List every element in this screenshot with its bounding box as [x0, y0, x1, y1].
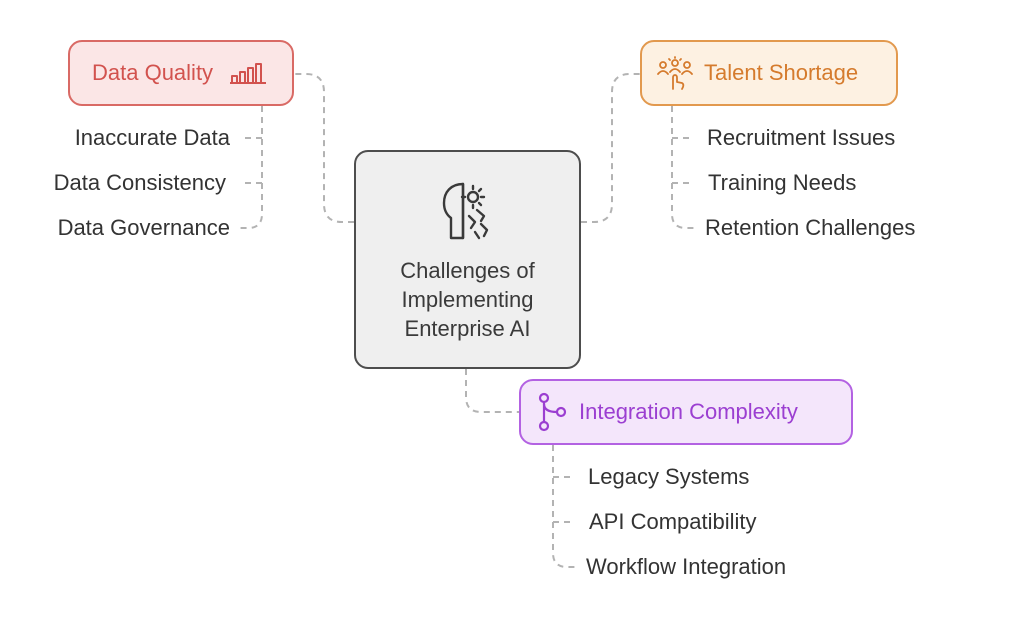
bar-chart-icon [229, 62, 267, 84]
talent-shortage-title: Talent Shortage [704, 60, 859, 85]
data-quality-title: Data Quality [92, 60, 214, 85]
connector-center-data-quality [294, 73, 354, 223]
talent-shortage-item: Retention Challenges [705, 215, 916, 240]
talent-shortage-item: Recruitment Issues [707, 125, 896, 150]
integration-complexity-node[interactable]: Integration Complexity [519, 379, 853, 445]
connector-center-talent-shortage [581, 73, 640, 223]
talent-shortage-node[interactable]: Talent Shortage [640, 40, 898, 106]
git-branch-icon [537, 392, 567, 432]
center-title-line: Challenges of [400, 258, 535, 283]
team-select-icon [656, 56, 694, 90]
integration-complexity-title: Integration Complexity [579, 399, 798, 424]
connector-talent-shortage-leaves [671, 106, 694, 229]
data-quality-item: Data Governance [57, 215, 230, 240]
integration-item: Legacy Systems [588, 464, 750, 489]
center-node[interactable]: Challenges of Implementing Enterprise AI [354, 150, 581, 369]
head-gear-icon [437, 180, 499, 242]
connector-center-integration [465, 369, 519, 413]
data-quality-item: Data Consistency [53, 170, 226, 195]
data-quality-node[interactable]: Data Quality [68, 40, 294, 106]
connector-data-quality-leaves [240, 106, 263, 229]
connector-integration-leaves [552, 445, 575, 568]
integration-item: Workflow Integration [586, 554, 787, 579]
center-title-line: Implementing [401, 287, 534, 312]
talent-shortage-item: Training Needs [708, 170, 857, 195]
integration-item: API Compatibility [589, 509, 757, 534]
center-title-line: Enterprise AI [404, 316, 531, 341]
data-quality-item: Inaccurate Data [74, 125, 230, 150]
center-title: Challenges of Implementing Enterprise AI [368, 256, 568, 343]
